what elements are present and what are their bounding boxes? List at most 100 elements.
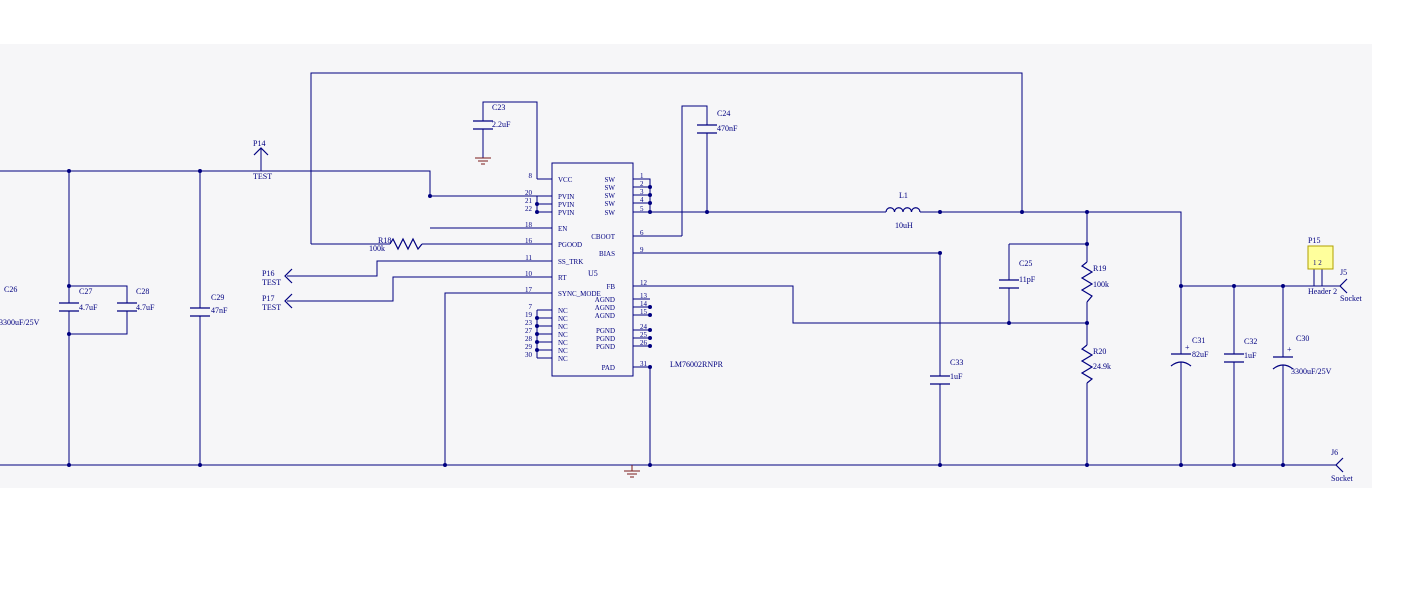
p17-value: TEST bbox=[262, 303, 281, 312]
ic-pin-name: SS_TRK bbox=[558, 258, 583, 266]
j6-value: Socket bbox=[1331, 474, 1354, 483]
inductor-l1[interactable]: L1 10uH bbox=[885, 191, 921, 230]
socket-j6[interactable]: J6 Socket bbox=[1331, 448, 1354, 483]
wires bbox=[0, 72, 1340, 466]
ic-pin-name: PVIN bbox=[558, 209, 574, 217]
ic-pin-number: 13 bbox=[640, 292, 648, 300]
ic-pin-number: 14 bbox=[640, 300, 648, 308]
ic-pin-number: 5 bbox=[640, 205, 644, 213]
ic-pin-number: 24 bbox=[640, 323, 648, 331]
ic-pin-name: PGND bbox=[596, 335, 615, 343]
ic-pin-name: SW bbox=[605, 200, 616, 208]
ground-symbol-c23 bbox=[475, 157, 491, 165]
socket-j5[interactable]: J5 Socket bbox=[1339, 268, 1363, 303]
p15-value: Header 2 bbox=[1308, 287, 1337, 296]
testpoint-p17[interactable]: P17 TEST bbox=[262, 293, 293, 312]
resistor-r18[interactable]: R18 100k bbox=[369, 236, 423, 253]
c24-value: 470nF bbox=[717, 124, 738, 133]
ic-pin-name: AGND bbox=[595, 296, 615, 304]
ic-pin-name: PAD bbox=[602, 364, 615, 372]
c25-ref: C25 bbox=[1019, 259, 1032, 268]
ic-pin-name: NC bbox=[558, 339, 568, 347]
ic-pin-number: 3 bbox=[640, 188, 644, 196]
p14-ref: P14 bbox=[253, 139, 265, 148]
ic-pin-name: VCC bbox=[558, 176, 573, 184]
ic-pin-number: 25 bbox=[640, 331, 648, 339]
capacitor-c29[interactable]: C29 47nF bbox=[190, 293, 228, 317]
c32-ref: C32 bbox=[1244, 337, 1257, 346]
capacitor-c32[interactable]: C32 1uF bbox=[1224, 337, 1257, 363]
ic-pin-name: PVIN bbox=[558, 193, 574, 201]
r19-ref: R19 bbox=[1093, 264, 1106, 273]
p15-ref: P15 bbox=[1308, 236, 1320, 245]
p16-value: TEST bbox=[262, 278, 281, 287]
header-p15[interactable]: 1 2 P15 Header 2 bbox=[1307, 236, 1337, 296]
c27-value: 4.7uF bbox=[79, 303, 98, 312]
ic-pin-number: 23 bbox=[525, 319, 533, 327]
capacitor-c31[interactable]: + C31 82uF bbox=[1170, 336, 1209, 367]
r18-value: 100k bbox=[369, 244, 385, 253]
ic-pin-number: 28 bbox=[525, 335, 533, 343]
p14-value: TEST bbox=[253, 172, 272, 181]
ic-pin-name: NC bbox=[558, 355, 568, 363]
ic-pin-name: NC bbox=[558, 315, 568, 323]
c29-value: 47nF bbox=[211, 306, 228, 315]
testpoint-p16[interactable]: P16 TEST bbox=[262, 268, 293, 287]
ic-pin-name: SW bbox=[605, 209, 616, 217]
ic-pin-number: 31 bbox=[640, 360, 648, 368]
ic-pin-name: NC bbox=[558, 347, 568, 355]
c30-value: 3300uF/25V bbox=[1291, 367, 1332, 376]
c26-ref: C26 bbox=[4, 285, 17, 294]
ic-pin-number: 9 bbox=[640, 246, 644, 254]
junctions bbox=[67, 169, 1285, 467]
ic-pin-name: RT bbox=[558, 274, 567, 282]
ic-pin-number: 8 bbox=[529, 172, 533, 180]
ic-part: LM76002RNPR bbox=[670, 360, 724, 369]
ic-pin-number: 17 bbox=[525, 286, 533, 294]
capacitor-c26[interactable]: C26 3300uF/25V bbox=[0, 285, 40, 327]
c27-ref: C27 bbox=[79, 287, 92, 296]
resistor-r19[interactable]: R19 100k bbox=[1080, 261, 1109, 303]
sheet-background bbox=[0, 44, 1372, 488]
capacitor-c30[interactable]: + C30 3300uF/25V bbox=[1272, 334, 1332, 376]
c31-value: 82uF bbox=[1192, 350, 1209, 359]
ic-pin-name: PGOOD bbox=[558, 241, 582, 249]
resistor-r20[interactable]: R20 24.9k bbox=[1080, 344, 1111, 384]
r20-ref: R20 bbox=[1093, 347, 1106, 356]
p17-ref: P17 bbox=[262, 294, 274, 303]
capacitor-c33[interactable]: C33 1uF bbox=[930, 358, 963, 385]
ic-pin-number: 27 bbox=[525, 327, 533, 335]
ic-pin-number: 11 bbox=[525, 254, 532, 262]
ic-pin-number: 19 bbox=[525, 311, 533, 319]
ic-pin-number: 30 bbox=[525, 351, 533, 359]
capacitor-c27[interactable]: C27 4.7uF bbox=[59, 287, 98, 312]
ic-pin-name: FB bbox=[606, 283, 615, 291]
j5-ref: J5 bbox=[1340, 268, 1347, 277]
ic-pin-name: SW bbox=[605, 192, 616, 200]
ic-pin-name: AGND bbox=[595, 304, 615, 312]
ic-pin-name: PGND bbox=[596, 343, 615, 351]
ic-pin-name: NC bbox=[558, 307, 568, 315]
r18-ref: R18 bbox=[378, 236, 391, 245]
l1-ref: L1 bbox=[899, 191, 908, 200]
ic-pin-name: AGND bbox=[595, 312, 615, 320]
ic-pin-number: 29 bbox=[525, 343, 533, 351]
capacitor-c23[interactable]: C23 2.2uF bbox=[473, 103, 511, 130]
r20-value: 24.9k bbox=[1093, 362, 1111, 371]
capacitor-c25[interactable]: C25 11pF bbox=[999, 259, 1036, 289]
capacitor-c28[interactable]: C28 4.7uF bbox=[117, 287, 155, 312]
c24-ref: C24 bbox=[717, 109, 730, 118]
testpoint-p14[interactable]: P14 TEST bbox=[253, 139, 272, 181]
ic-pin-name: CBOOT bbox=[591, 233, 615, 241]
ic-pin-number: 1 bbox=[640, 172, 644, 180]
p16-ref: P16 bbox=[262, 269, 274, 278]
j5-value: Socket bbox=[1340, 294, 1363, 303]
ic-pin-number: 26 bbox=[640, 339, 648, 347]
ic-pin-number: 15 bbox=[640, 308, 648, 316]
c26-value: 3300uF/25V bbox=[0, 318, 40, 327]
capacitor-c24[interactable]: C24 470nF bbox=[697, 109, 738, 134]
ic-pin-name: SYNC_MODE bbox=[558, 290, 601, 298]
ic-pin-name: PVIN bbox=[558, 201, 574, 209]
